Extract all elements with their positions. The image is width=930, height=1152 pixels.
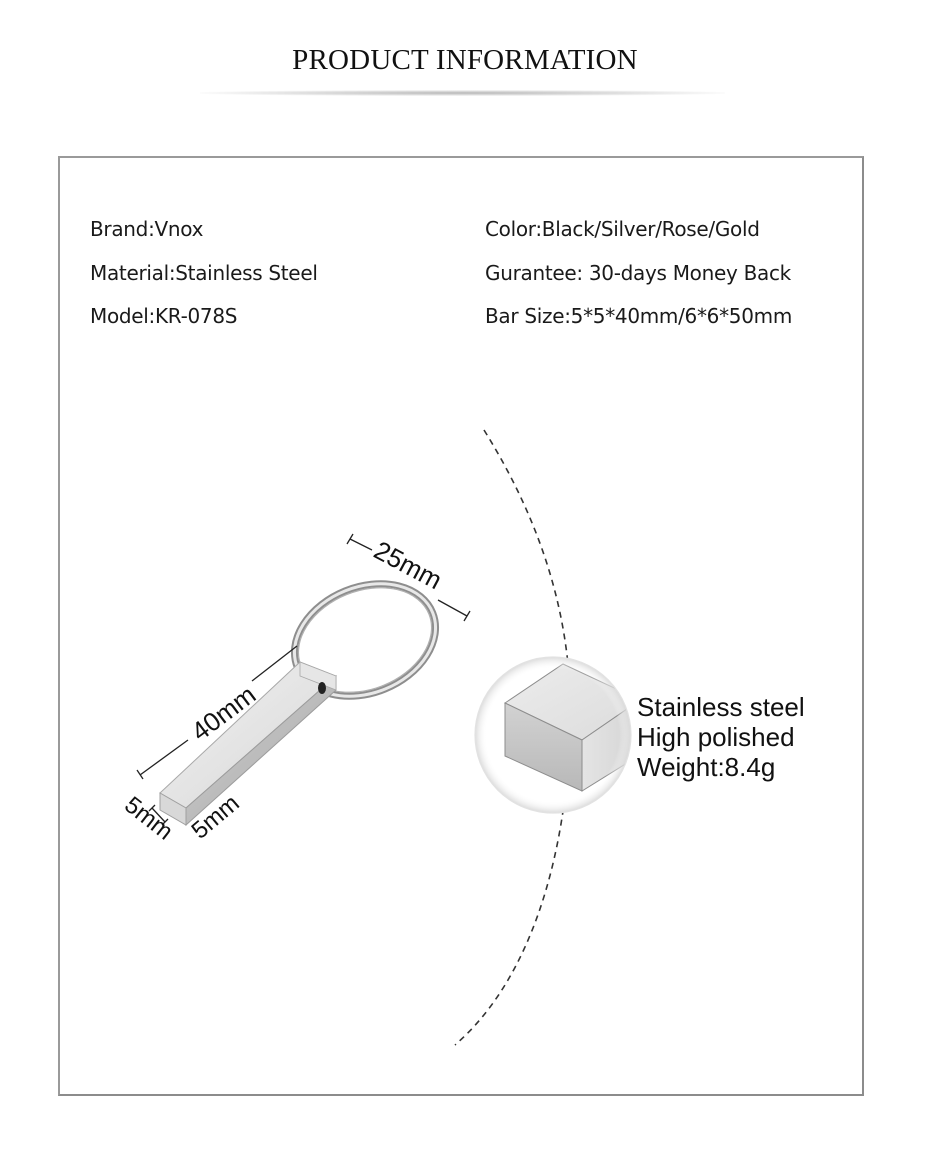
spec-guarantee: Gurantee: 30-days Money Back bbox=[485, 260, 791, 285]
detail-finish: High polished bbox=[637, 722, 795, 752]
spec-material: Material:Stainless Steel bbox=[90, 260, 318, 285]
detail-material: Stainless steel bbox=[637, 692, 805, 722]
detail-weight: Weight:8.4g bbox=[637, 752, 776, 782]
title-underline-shadow bbox=[200, 90, 725, 96]
material-detail-text: Stainless steel High polished Weight:8.4… bbox=[637, 692, 805, 782]
spec-bar-size: Bar Size:5*5*40mm/6*6*50mm bbox=[485, 304, 793, 328]
spec-model: Model:KR-078S bbox=[90, 304, 238, 328]
spec-brand: Brand:Vnox bbox=[90, 217, 204, 241]
spec-list-right: Color:Black/Silver/Rose/Gold Gurantee: 3… bbox=[485, 213, 792, 344]
spec-color: Color:Black/Silver/Rose/Gold bbox=[485, 217, 760, 241]
spec-list-left: Brand:Vnox Material:Stainless Steel Mode… bbox=[90, 213, 318, 344]
page-title: PRODUCT INFORMATION bbox=[292, 44, 638, 76]
